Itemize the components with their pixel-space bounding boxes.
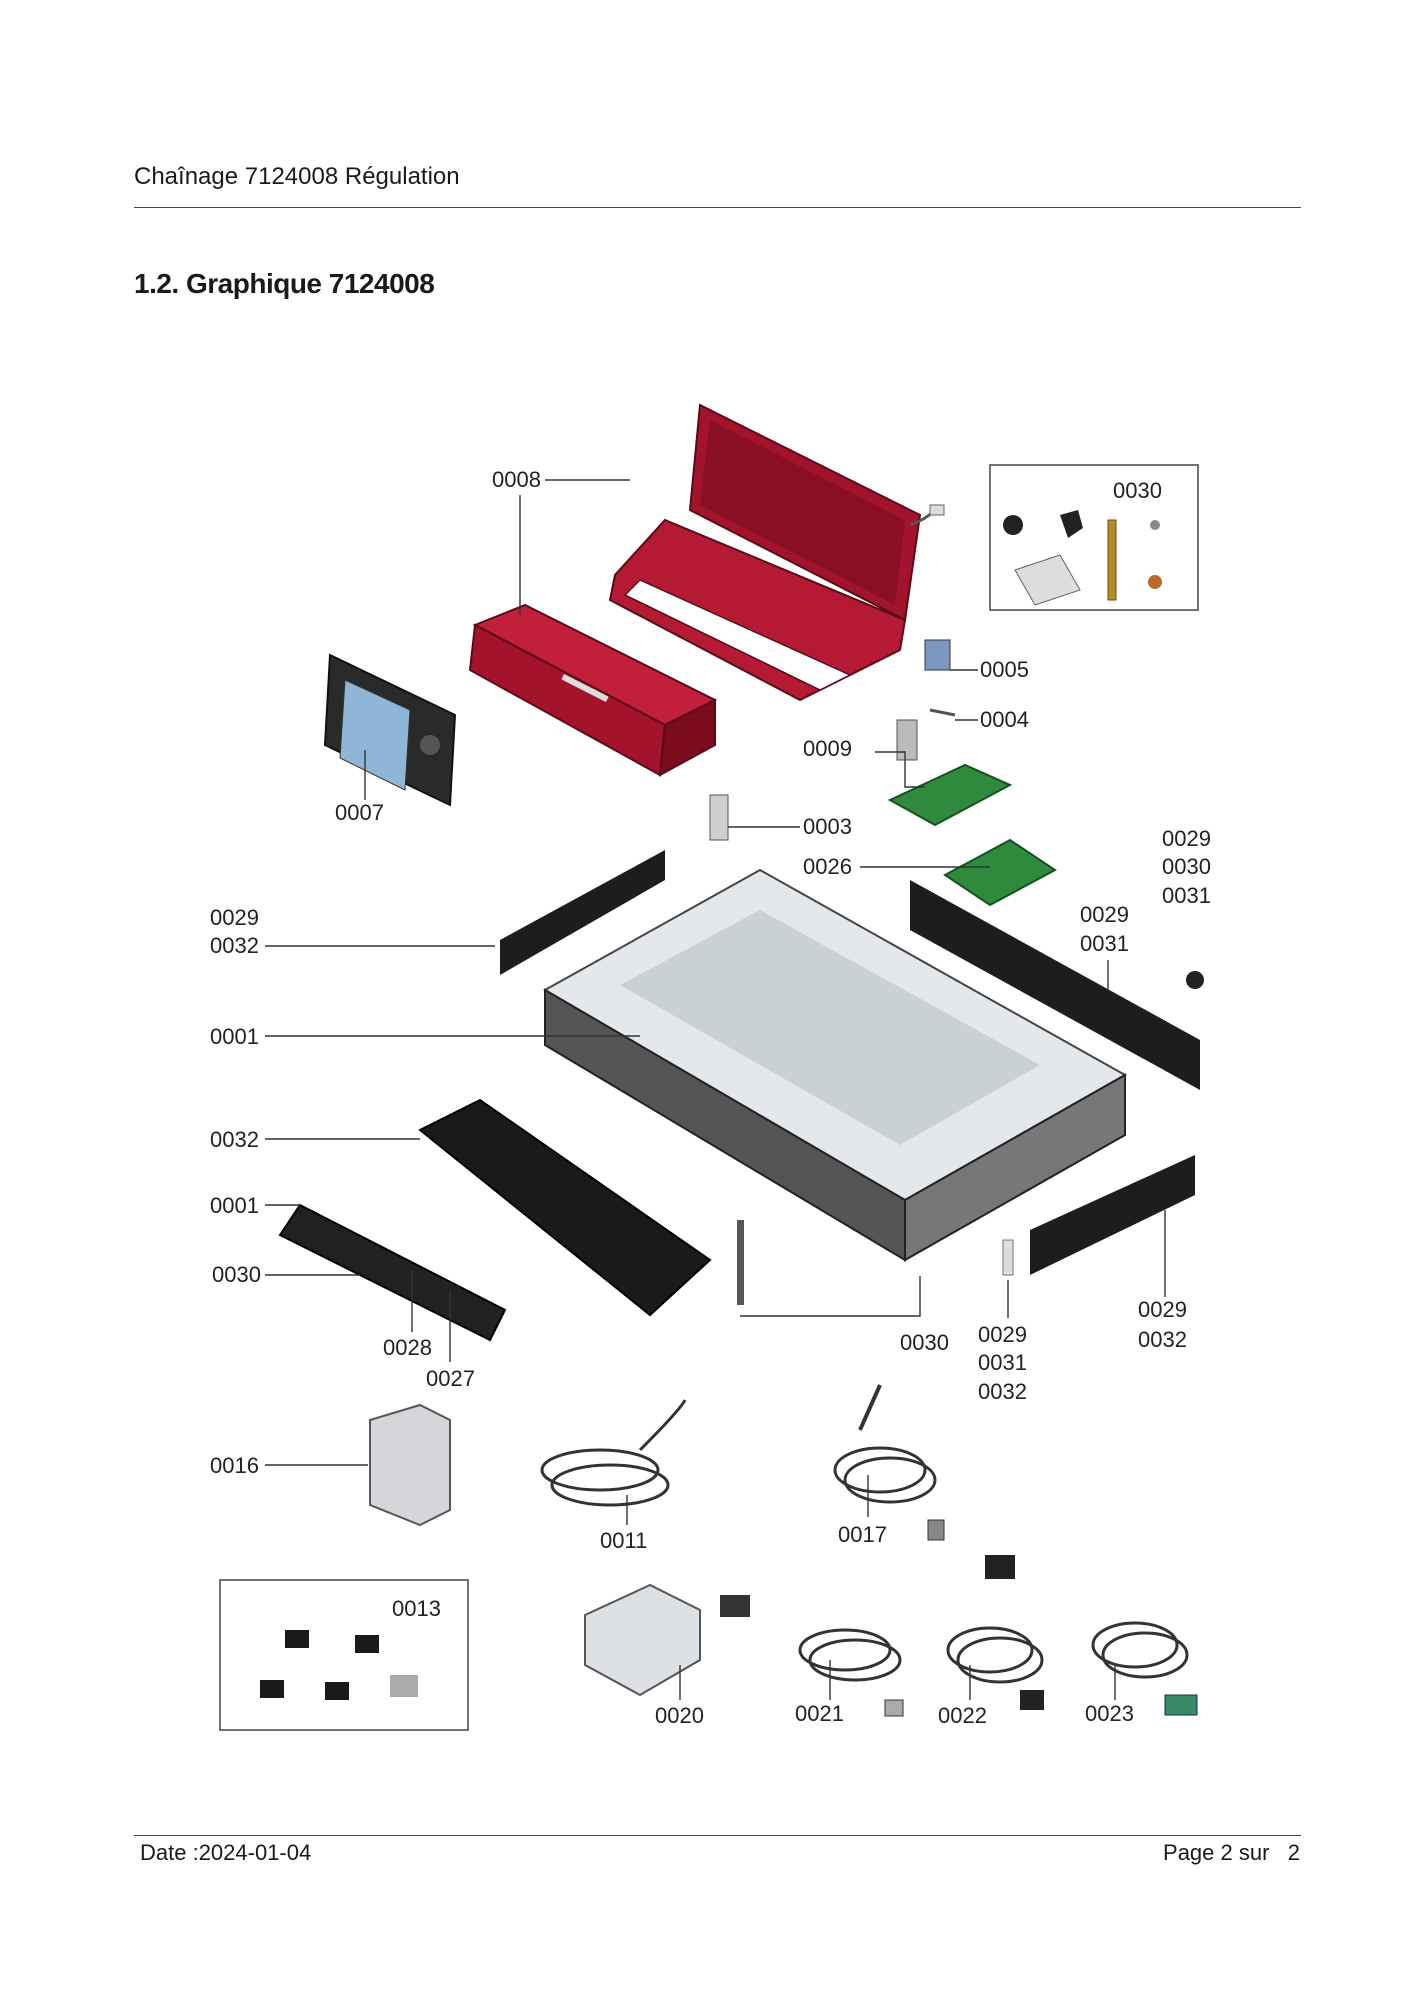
base-plate-0001 — [278, 1203, 507, 1342]
label-0007: 0007 — [335, 800, 384, 825]
label-0011: 0011 — [600, 1528, 647, 1553]
cable-0023 — [1091, 1621, 1198, 1716]
label-0030-box: 0030 — [1113, 478, 1162, 503]
label-0020: 0020 — [655, 1703, 704, 1728]
rod-0030 — [737, 1220, 744, 1305]
label-0017: 0017 — [838, 1522, 887, 1547]
label-0021: 0021 — [795, 1701, 844, 1726]
part-0005 — [924, 639, 951, 671]
main-housing — [542, 868, 1128, 1262]
label-0029-rb: 0029 — [1138, 1297, 1187, 1322]
label-0004: 0004 — [980, 707, 1029, 732]
distributor-0020 — [584, 1583, 701, 1697]
terminal-strip-left — [500, 850, 665, 975]
footer-page-number: Page 2 sur 2 — [1163, 1840, 1300, 1865]
label-0003: 0003 — [803, 814, 852, 839]
label-0008: 0008 — [492, 467, 541, 492]
label-0029-l1: 0029 — [210, 905, 259, 930]
header-divider — [134, 207, 1301, 208]
label-0030-bottom: 0030 — [900, 1330, 949, 1355]
part-0004 — [929, 708, 956, 717]
label-0022: 0022 — [938, 1703, 987, 1728]
label-0032-rb: 0032 — [1138, 1327, 1187, 1352]
label-0023: 0023 — [1085, 1701, 1134, 1726]
label-0031-b: 0031 — [978, 1350, 1027, 1375]
cable-0021 — [798, 1628, 904, 1717]
pcb-board-1 — [887, 763, 1013, 827]
module-0016 — [369, 1403, 451, 1527]
cable-guide-0032 — [418, 1098, 712, 1317]
label-0029-b: 0029 — [978, 1322, 1027, 1347]
label-0031-r1: 0031 — [1162, 883, 1211, 908]
front-cover-red — [468, 603, 718, 777]
small-parts-box-0030 — [989, 464, 1199, 611]
label-0027: 0027 — [426, 1366, 475, 1391]
housing-lid-red — [608, 403, 945, 702]
label-0028: 0028 — [383, 1335, 432, 1360]
sensor-cable-0017 — [833, 1384, 945, 1541]
connector-0020 — [720, 1595, 750, 1617]
label-0032-b: 0032 — [210, 1127, 259, 1152]
label-0029-r2: 0029 — [1080, 902, 1129, 927]
label-0009: 0009 — [803, 736, 852, 761]
cable-0022 — [946, 1555, 1044, 1710]
part-0009 — [896, 719, 918, 761]
label-0030-c: 0030 — [212, 1262, 261, 1287]
pcb-board-0026 — [943, 838, 1057, 907]
label-0001-c: 0001 — [210, 1193, 259, 1218]
label-0030-r1: 0030 — [1162, 854, 1211, 879]
knob-0029 — [1186, 971, 1204, 989]
label-0005: 0005 — [980, 657, 1029, 682]
part-0029-0031-0032 — [1002, 1239, 1014, 1276]
terminal-strip-right — [910, 880, 1200, 1090]
footer-divider — [134, 1835, 1301, 1836]
display-module — [323, 653, 457, 807]
label-0032-l1: 0032 — [210, 933, 259, 958]
label-0016: 0016 — [210, 1453, 259, 1478]
page-header-title: Chaînage 7124008 Régulation — [134, 163, 460, 190]
label-0026: 0026 — [803, 854, 852, 879]
footer-date: Date :2024-01-04 — [140, 1840, 312, 1865]
label-0029-r1: 0029 — [1162, 826, 1211, 851]
label-0013: 0013 — [392, 1596, 441, 1621]
section-title: 1.2. Graphique 7124008 — [134, 268, 435, 299]
label-0031-r2: 0031 — [1080, 931, 1129, 956]
label-0001-a: 0001 — [210, 1024, 259, 1049]
label-0032-bb: 0032 — [978, 1379, 1027, 1404]
part-0003 — [709, 794, 729, 841]
connector-set-box-0013 — [219, 1579, 469, 1731]
cable-harness-0011 — [540, 1399, 687, 1507]
terminal-strip-bottom-right — [1030, 1155, 1195, 1275]
